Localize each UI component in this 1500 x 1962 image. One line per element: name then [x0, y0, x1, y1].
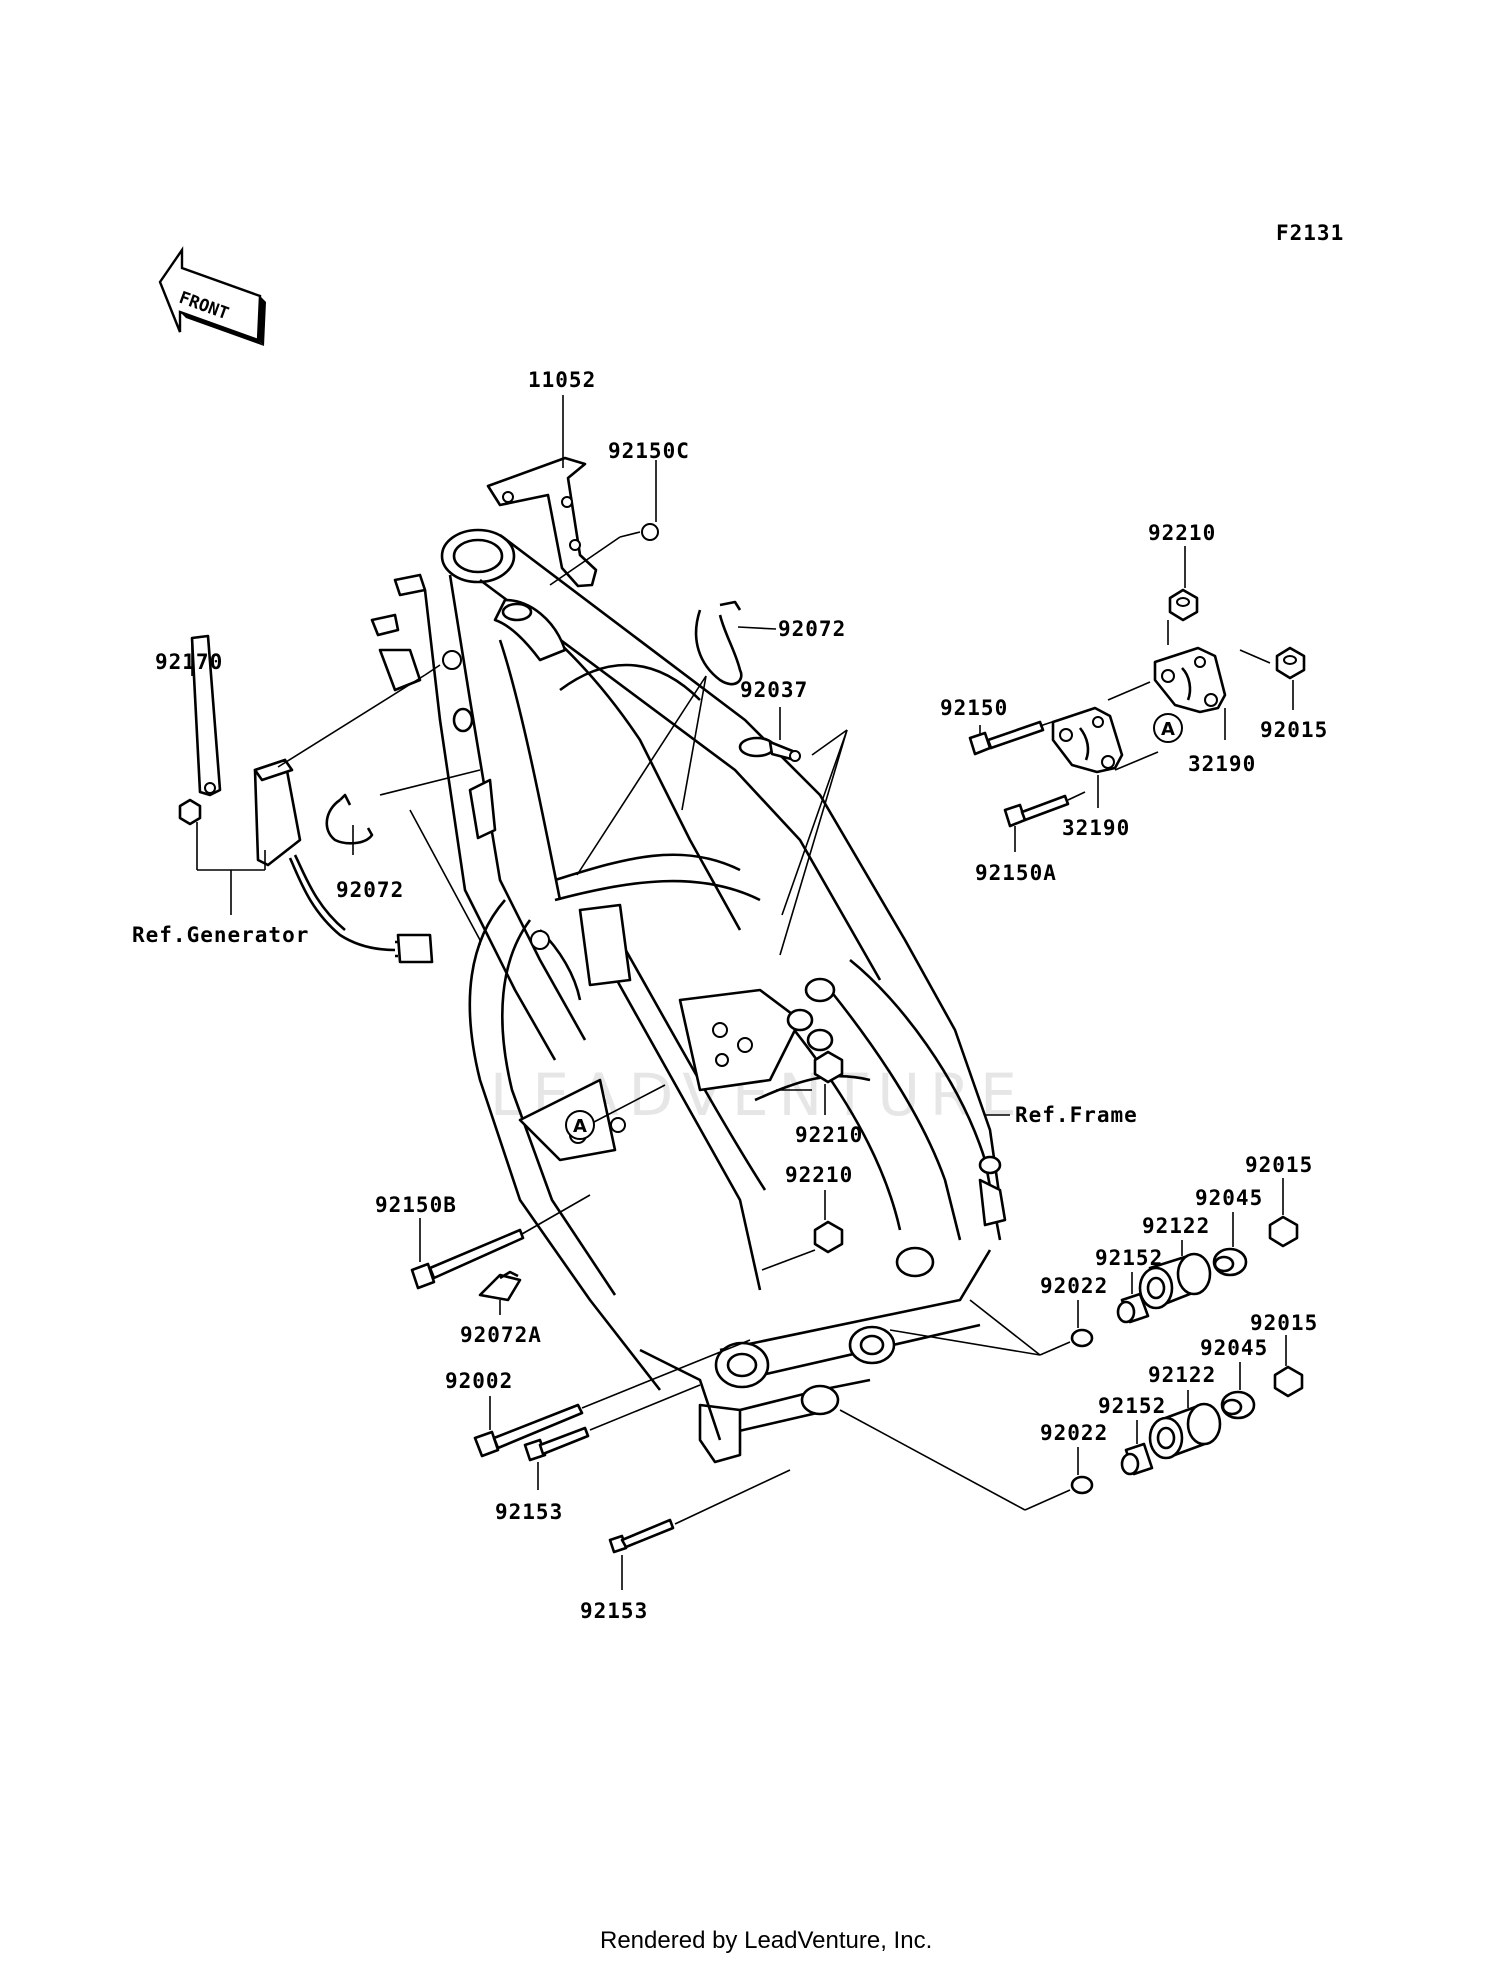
- part-label-92150A: 92150A: [975, 861, 1057, 885]
- washer-92022-b-icon: [1070, 1475, 1094, 1495]
- nut-92210-mid2-icon: [813, 1220, 844, 1254]
- part-label-92122-b: 92122: [1148, 1363, 1216, 1387]
- washer-92022-a-icon: [1070, 1328, 1094, 1348]
- part-label-92015-top: 92015: [1260, 718, 1328, 742]
- figure-code: F2131: [1276, 221, 1344, 245]
- collar-92122-b-icon: [1148, 1402, 1222, 1460]
- part-label-92170: 92170: [155, 650, 223, 674]
- part-label-92002: 92002: [445, 1369, 513, 1393]
- part-label-92210-mid2: 92210: [785, 1163, 853, 1187]
- part-label-92045-b: 92045: [1200, 1336, 1268, 1360]
- nut-92015-a-icon: [1268, 1215, 1299, 1248]
- part-label-92122-a: 92122: [1142, 1214, 1210, 1238]
- part-label-92150B: 92150B: [375, 1193, 457, 1217]
- svg-text:A: A: [1161, 719, 1175, 740]
- motorcycle-frame: [370, 528, 1007, 1464]
- cable-band-92072-icon: [694, 600, 743, 686]
- part-label-92150C: 92150C: [608, 439, 690, 463]
- ref-generator-label: Ref.Generator: [132, 923, 309, 947]
- ref-frame-label: Ref.Frame: [1015, 1103, 1138, 1127]
- clip-92072a-icon: [478, 1270, 522, 1302]
- bolt-92150b-icon: [410, 1228, 525, 1290]
- svg-text:A: A: [573, 1116, 587, 1137]
- nut-92015-top-icon: [1275, 646, 1306, 680]
- part-label-92153-a: 92153: [495, 1500, 563, 1524]
- part-label-92152-b: 92152: [1098, 1394, 1166, 1418]
- part-label-92152-a: 92152: [1095, 1246, 1163, 1270]
- part-label-92153-b: 92153: [580, 1599, 648, 1623]
- part-label-92150: 92150: [940, 696, 1008, 720]
- bearing-92045-a-icon: [1212, 1247, 1248, 1277]
- part-label-92210-mid: 92210: [795, 1123, 863, 1147]
- part-label-92210-top: 92210: [1148, 521, 1216, 545]
- bearing-92045-b-icon: [1220, 1390, 1256, 1420]
- callout-a-right: A: [1153, 713, 1183, 743]
- clamp-92037-icon: [738, 736, 801, 762]
- part-label-11052: 11052: [528, 368, 596, 392]
- bolt-92150-icon: [968, 720, 1045, 756]
- callout-a-left: A: [565, 1110, 595, 1140]
- engine-bracket-32190-left-icon: [1051, 706, 1124, 774]
- bolt-92150c-icon: [619, 523, 659, 541]
- front-arrow-icon: FRONT: [158, 246, 266, 346]
- part-label-32190-right: 32190: [1188, 752, 1256, 776]
- part-label-92022-b: 92022: [1040, 1421, 1108, 1445]
- sleeve-92152-b-icon: [1120, 1442, 1154, 1476]
- bolt-92002-icon: [473, 1403, 584, 1458]
- sleeve-92152-a-icon: [1116, 1292, 1150, 1324]
- part-label-92022-a: 92022: [1040, 1274, 1108, 1298]
- part-label-92045-a: 92045: [1195, 1186, 1263, 1210]
- part-label-92015-b: 92015: [1250, 1311, 1318, 1335]
- part-label-92072-top: 92072: [778, 617, 846, 641]
- bolt-92150a-icon: [1003, 794, 1070, 828]
- engine-bracket-32190-right-icon: [1153, 646, 1227, 714]
- bolt-92153-a-icon: [523, 1426, 590, 1462]
- collar-92122-a-icon: [1138, 1252, 1212, 1310]
- nut-92210-mid-icon: [813, 1050, 844, 1084]
- bolt-92153-b-icon: [608, 1518, 675, 1554]
- cdi-unit-92170-icon: [178, 634, 434, 964]
- part-label-92037: 92037: [740, 678, 808, 702]
- nut-92210-top-icon: [1168, 588, 1199, 622]
- part-label-92015-a: 92015: [1245, 1153, 1313, 1177]
- part-label-32190-left: 32190: [1062, 816, 1130, 840]
- nut-92015-b-icon: [1273, 1365, 1304, 1398]
- bracket-11052-icon: [486, 456, 598, 588]
- cable-band-92072-left-icon: [325, 793, 374, 845]
- part-label-92072A: 92072A: [460, 1323, 542, 1347]
- footer-credit: Rendered by LeadVenture, Inc.: [600, 1927, 932, 1954]
- part-label-92072-left: 92072: [336, 878, 404, 902]
